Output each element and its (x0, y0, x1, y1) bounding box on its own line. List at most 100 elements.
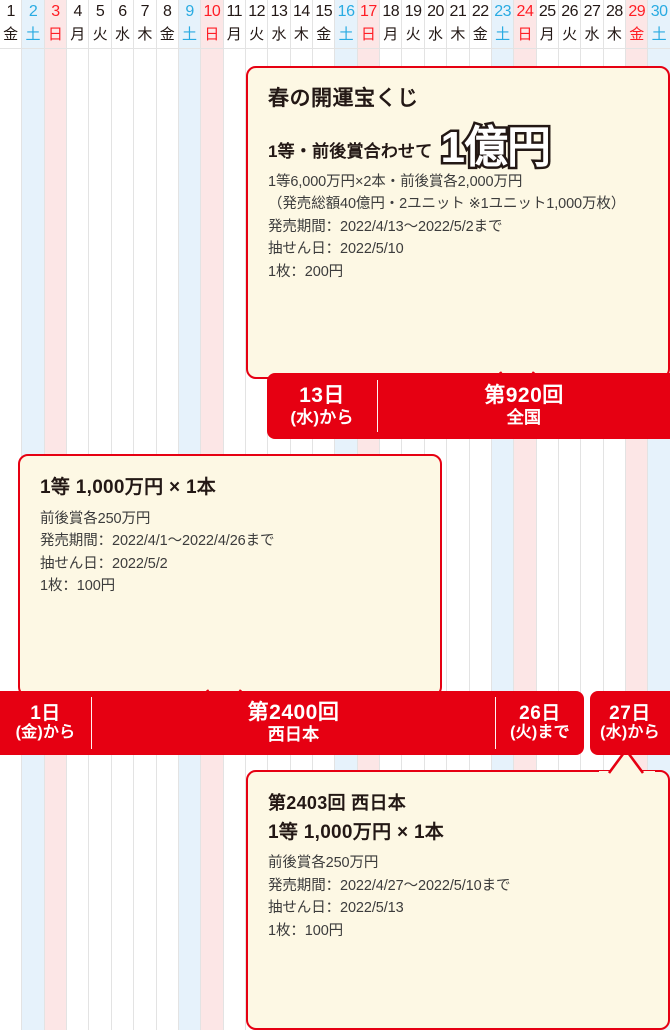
calendar-header-rule (134, 48, 156, 49)
calendar-header-rule (469, 48, 491, 49)
calendar-header-rule (335, 48, 357, 49)
calendar-weekday-label: 日 (47, 26, 63, 43)
calendar-header-rule (313, 48, 335, 49)
calendar-header-rule (67, 48, 89, 49)
band-920-start: 13日 (水)から (267, 373, 377, 439)
calendar-weekday-label: 火 (405, 26, 421, 43)
calendar-header-rule (357, 48, 380, 49)
detail-line: （発売総額40億円・2ユニット ※1ユニット1,000万枚） (268, 196, 626, 213)
calendar-day-header: 19 火 (402, 0, 423, 48)
calendar-day-number: 19 (404, 3, 422, 20)
bubble-head-2400: 1等 1,000万円 × 1本 (40, 477, 217, 498)
calendar-day-number: 27 (583, 3, 601, 20)
calendar-header-rule (380, 48, 402, 49)
calendar-weekday-label: 月 (70, 26, 86, 43)
calendar-weekday-label: 金 (629, 26, 645, 43)
detail-line: 1枚：100円 (268, 922, 344, 939)
detail-line: 抽せん日：2022/5/2 (40, 555, 168, 572)
calendar-weekday-label: 土 (182, 26, 198, 43)
calendar-day-number: 14 (292, 3, 310, 20)
calendar-day-number: 9 (185, 3, 194, 20)
calendar-weekday-label: 金 (3, 26, 19, 43)
calendar-weekday-label: 月 (539, 26, 555, 43)
band-start-note: (金)から (15, 724, 76, 742)
detail-line: 1枚：100円 (40, 578, 116, 595)
calendar-weekday-label: 水 (584, 26, 600, 43)
detail-line: 抽せん日：2022/5/10 (268, 241, 404, 258)
calendar-day-number: 7 (140, 3, 150, 20)
band-end-day: 26日 (519, 703, 561, 725)
calendar-header-rule (0, 48, 22, 49)
calendar-header-rule (223, 48, 245, 49)
band-start-day: 27日 (609, 703, 651, 725)
calendar-header-rule (536, 48, 558, 49)
calendar-day-number: 28 (605, 3, 623, 20)
band-2400-end: 26日 (火)まで (496, 691, 584, 755)
bubble-details-haru: 1等6,000万円×2本・前後賞各2,000万円 （発売総額40億円・2ユニット… (268, 171, 648, 283)
calendar-header-rule (44, 48, 67, 49)
calendar-day-number: 8 (162, 3, 172, 20)
calendar-day-number: 3 (51, 3, 60, 20)
detail-line: 前後賞各250万円 (268, 855, 379, 872)
band-divider (377, 380, 378, 432)
band-start-day: 1日 (30, 703, 61, 725)
calendar-day-number: 10 (203, 3, 221, 20)
band-2400-start: 1日 (金)から (0, 691, 91, 755)
calendar-weekday-label: 木 (293, 26, 309, 43)
bubble-title-haru: 春の開運宝くじ (268, 87, 419, 110)
headline-lead-haru: 1等・前後賞合わせて (268, 141, 433, 161)
calendar-header-rule (603, 48, 626, 49)
calendar-day-number: 13 (270, 3, 288, 20)
calendar-day-number: 12 (248, 3, 266, 20)
bubble-details-2403: 前後賞各250万円 発売期間：2022/4/27〜2022/5/10まで 抽せん… (268, 852, 648, 942)
calendar-header-rule (581, 48, 603, 49)
info-bubble-haru-kaiun: 春の開運宝くじ 1等・前後賞合わせて 1億円 1等6,000万円×2本・前後賞各… (246, 66, 670, 379)
calendar-day-header: 14 木 (291, 0, 312, 48)
calendar-day-number: 30 (650, 3, 668, 20)
calendar-weekday-label: 木 (137, 26, 153, 43)
calendar-header-rule (201, 48, 223, 49)
calendar-weekday-label: 金 (316, 26, 332, 43)
calendar-weekday-label: 金 (159, 26, 175, 43)
calendar-header-rule (424, 48, 447, 49)
calendar-day-number: 29 (628, 3, 646, 20)
calendar-day-number: 18 (382, 3, 400, 20)
calendar-weekday-label: 火 (249, 26, 265, 43)
period-band-920: 13日 (水)から 第920回 全国 (267, 373, 670, 439)
headline-row-haru: 1等・前後賞合わせて 1億円 (268, 123, 648, 172)
calendar-header-rule (245, 48, 268, 49)
band-start-note: (水)から (290, 407, 354, 427)
band-2403-start: 27日 (水)から (590, 691, 670, 755)
band-region: 全国 (506, 407, 542, 427)
detail-line: 抽せん日：2022/5/13 (268, 900, 404, 917)
calendar-weekday-label: 日 (204, 26, 220, 43)
detail-line: 発売期間：2022/4/1〜2022/4/26まで (40, 533, 275, 550)
calendar-weekday-label: 水 (114, 26, 130, 43)
calendar-weekday-label: 木 (450, 26, 466, 43)
detail-line: 1枚：200円 (268, 263, 344, 280)
calendar-header-rule (22, 48, 44, 49)
calendar-day-number: 5 (95, 3, 105, 20)
info-bubble-2403: 第2403回 西日本 1等 1,000万円 × 1本 前後賞各250万円 発売期… (246, 770, 670, 1030)
calendar-day-number: 15 (315, 3, 333, 20)
calendar-day-number: 16 (337, 3, 355, 20)
period-band-2403: 27日 (水)から (590, 691, 670, 755)
bubble-details-2400: 前後賞各250万円 発売期間：2022/4/1〜2022/4/26まで 抽せん日… (40, 508, 420, 598)
calendar-day-header: 29 金 (626, 0, 647, 48)
